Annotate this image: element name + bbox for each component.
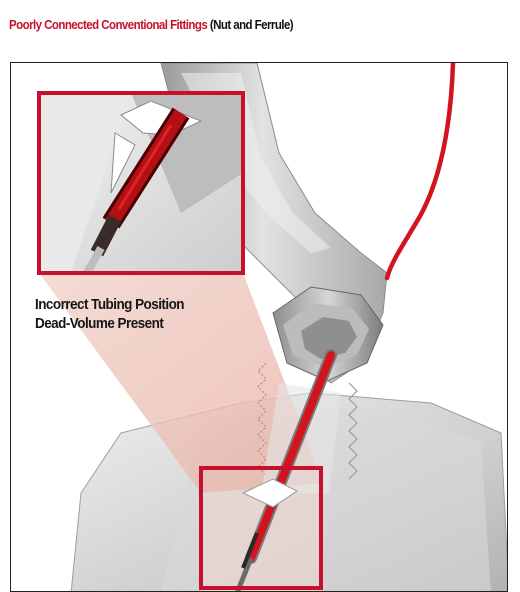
illustration-frame: Incorrect Tubing Position Dead-Volume Pr… xyxy=(10,62,508,592)
figure-title-parenthetical: (Nut and Ferrule) xyxy=(210,18,293,32)
callout-caption: Incorrect Tubing Position Dead-Volume Pr… xyxy=(35,295,184,333)
callout-line-1: Incorrect Tubing Position xyxy=(35,295,184,314)
figure-title: Poorly Connected Conventional Fittings (… xyxy=(9,18,293,32)
figure-title-main: Poorly Connected Conventional Fittings xyxy=(9,18,207,32)
inset-detail xyxy=(39,93,243,273)
callout-line-2: Dead-Volume Present xyxy=(35,314,184,333)
tubing-icon xyxy=(387,63,453,278)
